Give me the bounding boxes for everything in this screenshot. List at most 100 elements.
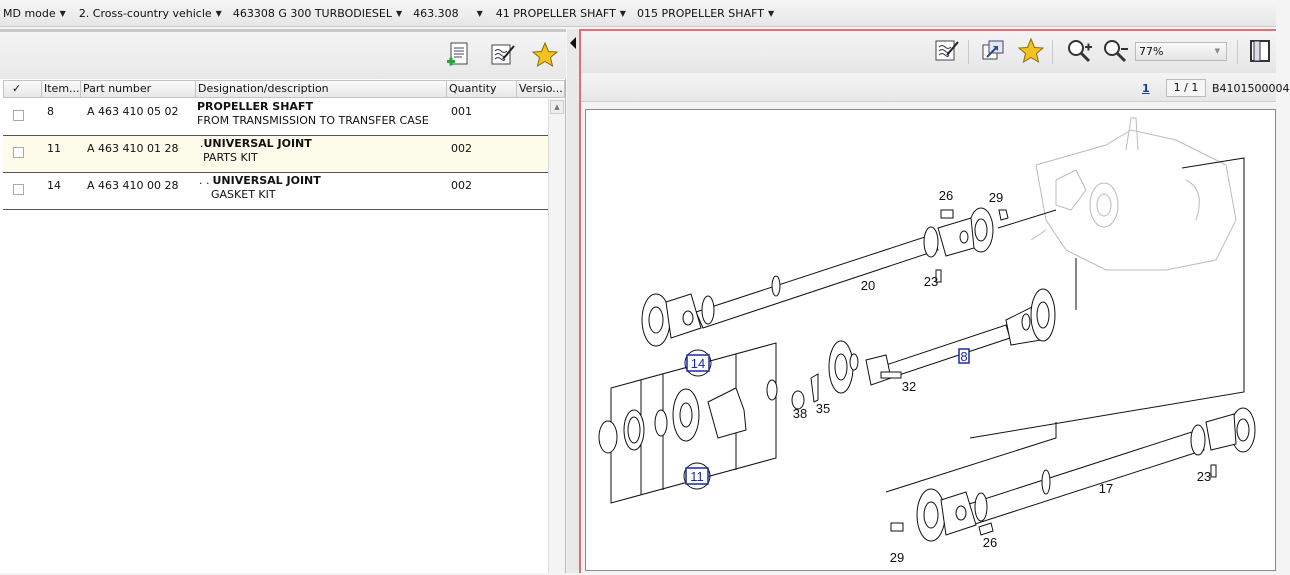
propeller-shaft-top (641, 207, 994, 347)
designation-title: .UNIVERSAL JOINT (200, 137, 312, 150)
exploded-joint-panel (598, 342, 902, 504)
item-number: 14 (47, 179, 61, 192)
open-window-icon[interactable] (979, 37, 1007, 65)
callout-number: 14 (691, 356, 705, 371)
parts-list-toolbar (0, 29, 566, 79)
designation-subtitle: GASKET KIT (211, 188, 276, 201)
breadcrumb-bar: MD mode▼ 2. Cross-country vehicle▼ 46330… (0, 0, 1276, 27)
page-link[interactable]: 1 (1142, 82, 1150, 95)
designation-subtitle: PARTS KIT (203, 151, 258, 164)
callout-frame (683, 462, 711, 490)
favorite-star-icon[interactable] (531, 41, 559, 69)
breadcrumb-label: 2. Cross-country vehicle (78, 6, 212, 20)
toolbar-divider (1237, 40, 1238, 64)
propeller-shaft-middle (828, 288, 1056, 394)
edit-notes-icon[interactable] (933, 37, 961, 65)
breadcrumb-label: 463.308 (413, 6, 459, 20)
table-row[interactable]: 11 A 463 410 01 28 .UNIVERSAL JOINT PART… (3, 136, 548, 173)
add-to-list-icon[interactable] (445, 41, 473, 69)
breadcrumb-label: 41 PROPELLER SHAFT (495, 6, 616, 20)
callout-number: 8 (960, 349, 967, 364)
breadcrumb-subgroup[interactable]: 015 PROPELLER SHAFT▼ (634, 3, 778, 23)
drawing-toolbar: 77% ▼ (581, 31, 1276, 73)
callout-number: 38 (793, 406, 807, 421)
chevron-down-icon: ▼ (767, 8, 775, 18)
breadcrumb-group[interactable]: 41 PROPELLER SHAFT▼ (493, 3, 630, 23)
breadcrumb-label: 015 PROPELLER SHAFT (636, 6, 764, 20)
callout-number: 35 (816, 401, 830, 416)
document-id: B4101500004 (1212, 82, 1290, 95)
table-row[interactable]: 8 A 463 410 05 02 PROPELLER SHAFT FROM T… (3, 99, 548, 136)
toolbar-divider (1052, 40, 1053, 64)
callout-number: 26 (983, 535, 997, 550)
scroll-up-icon[interactable]: ▲ (550, 100, 564, 114)
item-number: 8 (47, 105, 54, 118)
column-header-version[interactable]: Versio... (519, 82, 563, 95)
column-header-part-number[interactable]: Part number (81, 81, 196, 97)
callout-box (686, 354, 710, 372)
breadcrumb-vehicle-class[interactable]: 2. Cross-country vehicle▼ (76, 3, 226, 23)
row-checkbox[interactable] (13, 147, 24, 158)
group-bracket (885, 157, 1245, 493)
callout-number: 23 (1197, 469, 1211, 484)
designation-subtitle: FROM TRANSMISSION TO TRANSFER CASE (197, 114, 429, 127)
vertical-scrollbar[interactable]: ▲ (548, 99, 565, 573)
transfer-case-outline (1030, 117, 1237, 271)
column-header-quantity[interactable]: Quantity (447, 81, 517, 97)
zoom-out-icon[interactable] (1101, 37, 1129, 65)
column-header-designation[interactable]: Designation/description (196, 81, 447, 97)
chevron-down-icon: ▼ (476, 8, 483, 18)
edit-notes-icon[interactable] (489, 41, 517, 69)
callout-number: 26 (939, 188, 953, 203)
callout-number: 29 (989, 190, 1003, 205)
print-icon[interactable] (1247, 37, 1275, 65)
quantity-value: 001 (451, 105, 472, 118)
breadcrumb-model[interactable]: 463308 G 300 TURBODIESEL▼ (230, 3, 406, 23)
drawing-pane: 77% ▼ 1 1 / 1 B4101500004 (579, 29, 1290, 573)
quantity-value: 002 (451, 179, 472, 192)
pane-splitter[interactable] (567, 29, 579, 573)
table-row[interactable]: 14 A 463 410 00 28 . .UNIVERSAL JOINT GA… (3, 173, 548, 210)
column-header-item[interactable]: Item... (44, 81, 81, 97)
parts-list-pane: ✓ Item... Part number Designation/descri… (0, 29, 566, 573)
breadcrumb-label: 463308 G 300 TURBODIESEL (232, 6, 392, 20)
page-count: 1 / 1 (1166, 79, 1206, 97)
collapse-left-icon[interactable] (570, 37, 576, 49)
parts-table-body: 8 A 463 410 05 02 PROPELLER SHAFT FROM T… (3, 99, 548, 210)
page-navigation: 1 1 / 1 B4101500004 (581, 75, 1290, 102)
zoom-value: 77% (1139, 45, 1164, 58)
zoom-in-icon[interactable] (1065, 37, 1093, 65)
breadcrumb-model-code[interactable]: 463.308 ▼ (410, 3, 487, 23)
zoom-select[interactable]: 77% ▼ (1135, 42, 1227, 61)
quantity-value: 002 (451, 142, 472, 155)
callout-number: 23 (924, 274, 938, 289)
chevron-down-icon: ▼ (619, 8, 626, 18)
part-number: A 463 410 05 02 (87, 105, 179, 118)
designation-title: PROPELLER SHAFT (197, 100, 313, 113)
table-header: ✓ Item... Part number Designation/descri… (3, 80, 565, 98)
chevron-down-icon: ▼ (215, 8, 222, 18)
callout-frame (684, 349, 712, 377)
row-checkbox[interactable] (13, 110, 24, 121)
item-number: 11 (47, 142, 61, 155)
fasteners (890, 209, 1217, 536)
callout-number: 11 (690, 469, 704, 484)
callout-number: 17 (1099, 481, 1113, 496)
favorite-star-icon[interactable] (1017, 37, 1045, 65)
breadcrumb-mode[interactable]: MD mode▼ (0, 3, 70, 23)
chevron-down-icon: ▼ (1214, 47, 1220, 55)
column-header-check[interactable]: ✓ (4, 81, 42, 97)
breadcrumb-label: MD mode (3, 6, 56, 20)
toolbar-divider (968, 40, 969, 64)
chevron-down-icon: ▼ (59, 8, 66, 18)
part-number: A 463 410 00 28 (87, 179, 179, 192)
callout-number: 32 (902, 379, 916, 394)
propeller-shaft-bottom (916, 407, 1256, 542)
callout-box (685, 467, 709, 485)
row-checkbox[interactable] (13, 184, 24, 195)
callout-number: 29 (890, 550, 904, 565)
designation-title: . .UNIVERSAL JOINT (199, 174, 321, 187)
part-number: A 463 410 01 28 (87, 142, 179, 155)
